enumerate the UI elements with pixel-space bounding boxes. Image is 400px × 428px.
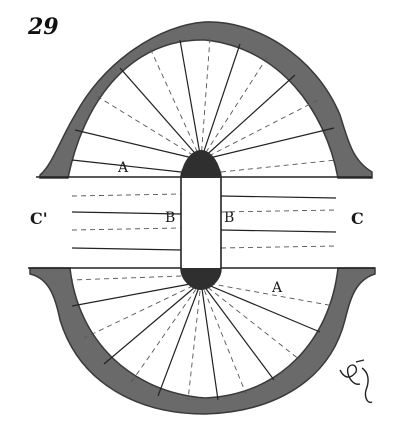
label-a-lower: A (271, 280, 283, 296)
radiating-lines (71, 37, 337, 401)
lower-ray (103, 281, 202, 365)
upper-ray (200, 37, 211, 161)
channel-line (220, 245, 337, 249)
channel-line (71, 247, 182, 251)
lower-ray (129, 281, 202, 385)
central-body (180, 150, 222, 290)
lower-cap (181, 268, 221, 290)
upper-ray (149, 47, 202, 161)
label-a-upper: A (117, 160, 129, 176)
lower-ray (200, 281, 219, 401)
lower-ray (83, 281, 202, 339)
upper-shell (39, 21, 373, 179)
lower-ray (200, 281, 301, 361)
channel-line (71, 211, 182, 215)
channel-line (220, 209, 337, 213)
upper-ray (200, 55, 269, 161)
engraver-monogram (339, 359, 373, 404)
lower-ray (187, 281, 202, 401)
channel-line (71, 193, 182, 197)
outer-wall (29, 21, 376, 415)
lower-ray (157, 281, 202, 397)
label-b-right: B (224, 210, 234, 226)
lower-ray (200, 281, 275, 381)
upper-ray (179, 39, 202, 161)
upper-ray (119, 67, 202, 161)
upper-cap (181, 150, 221, 178)
upper-ray (74, 129, 202, 161)
lower-ray (71, 275, 182, 281)
upper-ray (71, 159, 182, 173)
label-b-left: B (165, 210, 175, 226)
label-c-left: C' (30, 209, 48, 228)
upper-ray (200, 43, 241, 161)
figure-number: 29 (27, 14, 59, 40)
upper-ray (220, 159, 337, 173)
upper-ray (200, 74, 296, 161)
lower-ray (71, 281, 202, 307)
channel-line (220, 229, 337, 233)
label-c-right: C (351, 209, 364, 228)
lower-shell (29, 267, 376, 415)
upper-ray (200, 99, 319, 161)
lower-ray (200, 281, 321, 333)
upper-ray (94, 94, 202, 161)
lower-ray (200, 281, 247, 395)
upper-ray (200, 127, 335, 161)
channel-line (71, 227, 182, 231)
lower-ray (200, 281, 335, 307)
channel-line (220, 195, 337, 199)
